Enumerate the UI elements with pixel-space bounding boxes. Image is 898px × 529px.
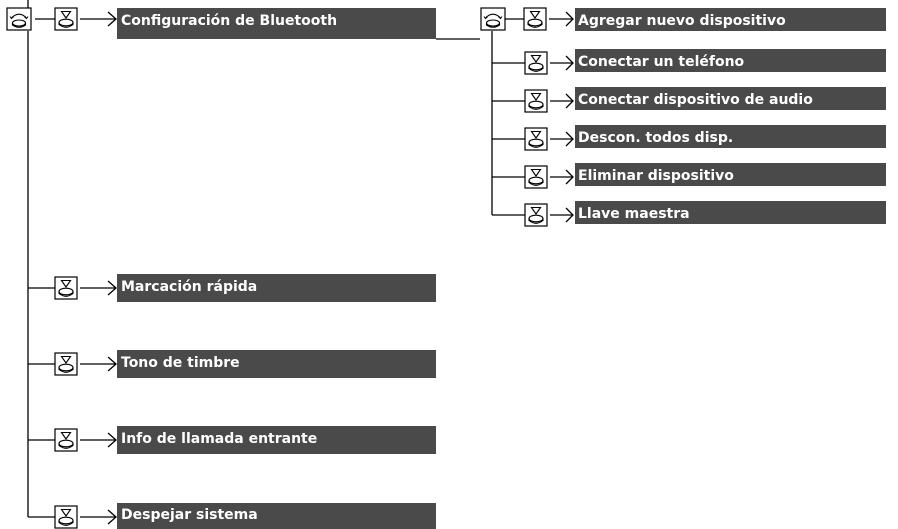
- arrow-right-icon: [80, 509, 117, 525]
- rotate-interface-dial-icon: [480, 7, 506, 31]
- menu-item-clear-system[interactable]: Despejar sistema: [54, 503, 436, 529]
- arrow-right-icon: [550, 169, 574, 185]
- press-interface-dial-icon: [523, 7, 547, 31]
- press-interface-dial-icon: [54, 428, 78, 452]
- submenu-item-passkey[interactable]: Llave maestra: [524, 201, 886, 227]
- submenu-item-label: Llave maestra: [578, 206, 690, 222]
- menu-item-bluetooth[interactable]: Configuración de Bluetooth: [6, 7, 436, 39]
- press-interface-dial-icon: [54, 7, 78, 31]
- menu-item-speed-dial[interactable]: Marcación rápida: [54, 274, 436, 302]
- menu-item-label: Configuración de Bluetooth: [121, 13, 337, 29]
- submenu-item-label: Agregar nuevo dispositivo: [578, 13, 786, 29]
- press-interface-dial-icon: [524, 127, 548, 151]
- submenu-item-label: Conectar un teléfono: [578, 54, 745, 70]
- press-interface-dial-icon: [54, 505, 78, 529]
- submenu-item-add-device[interactable]: Agregar nuevo dispositivo: [523, 7, 886, 31]
- submenu-item-connect-audio[interactable]: Conectar dispositivo de audio: [524, 87, 886, 113]
- arrow-right-icon: [80, 280, 117, 296]
- submenu-item-disconnect-all[interactable]: Descon. todos disp.: [524, 125, 886, 151]
- submenu-item-delete-device[interactable]: Eliminar dispositivo: [524, 163, 886, 189]
- press-interface-dial-icon: [54, 352, 78, 376]
- connector-lines: [27, 0, 525, 518]
- menu-item-label: Marcación rápida: [121, 279, 257, 295]
- arrow-right-icon: [549, 11, 574, 27]
- arrow-right-icon: [80, 432, 117, 448]
- press-interface-dial-icon: [524, 165, 548, 189]
- submenu-item-connect-phone[interactable]: Conectar un teléfono: [524, 49, 886, 75]
- menu-item-ringtone[interactable]: Tono de timbre: [54, 350, 436, 378]
- submenu-item-label: Conectar dispositivo de audio: [578, 92, 813, 108]
- arrow-right-icon: [550, 131, 574, 147]
- press-interface-dial-icon: [524, 89, 548, 113]
- press-interface-dial-icon: [524, 203, 548, 227]
- arrow-right-icon: [550, 207, 574, 223]
- submenu-item-label: Eliminar dispositivo: [578, 168, 734, 184]
- submenu-rotate: [480, 7, 506, 31]
- menu-item-label: Despejar sistema: [121, 507, 258, 523]
- press-interface-dial-icon: [54, 276, 78, 300]
- arrow-right-icon: [550, 55, 574, 71]
- press-interface-dial-icon: [524, 51, 548, 75]
- arrow-right-icon: [80, 11, 117, 27]
- arrow-right-icon: [80, 356, 117, 372]
- rotate-interface-dial-icon: [6, 7, 32, 31]
- menu-item-incoming-info[interactable]: Info de llamada entrante: [54, 426, 436, 454]
- menu-item-label: Info de llamada entrante: [121, 431, 317, 447]
- arrow-right-icon: [550, 93, 574, 109]
- submenu-item-label: Descon. todos disp.: [578, 130, 733, 146]
- menu-item-label: Tono de timbre: [121, 355, 240, 371]
